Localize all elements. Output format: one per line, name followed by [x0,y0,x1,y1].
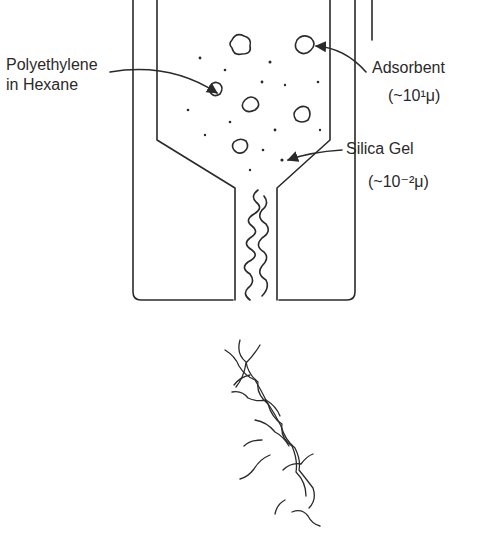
size-label: (~10⁻²μ) [368,172,429,192]
funnel-wall [277,0,330,300]
adsorbent-particle [295,36,314,54]
size-label: (~10¹μ) [388,86,440,106]
medium-label: Polyethylene in Hexane [6,55,114,95]
leader-arrow [316,46,366,72]
part-label: Silica Gel [346,139,414,159]
polymer-chain [244,190,259,300]
adsorbent-particle [242,97,258,112]
outer-wall [279,0,355,300]
polymer-chain [258,196,268,296]
leader-arrow [288,150,342,160]
leader-arrow [110,70,217,93]
polymer-tangle [225,340,320,526]
outer-wall [133,0,233,300]
adsorbent-particle [294,106,310,122]
adsorbent-particle [230,35,250,55]
funnel-wall [157,0,235,300]
adsorbent-particle [233,139,248,153]
wall-edge [371,0,373,40]
silica-gel-particles [187,57,321,172]
part-label: Adsorbent [372,58,445,78]
